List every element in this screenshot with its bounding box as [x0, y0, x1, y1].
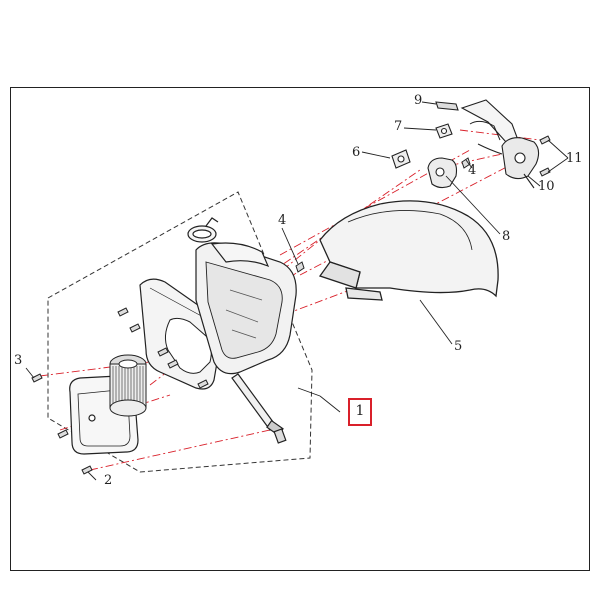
drain-tube — [231, 373, 287, 444]
leader-lines — [25, 101, 569, 481]
air-box-left — [139, 278, 221, 390]
callout-1-box: 1 — [348, 398, 372, 426]
callout-3: 3 — [14, 353, 23, 368]
callout-7: 7 — [394, 119, 403, 134]
callout-6: 6 — [352, 145, 361, 160]
intake-clamp — [187, 217, 270, 268]
highlight-box: 1 — [348, 398, 372, 426]
callout-11: 11 — [566, 151, 583, 166]
diagram-frame — [10, 87, 590, 571]
screws — [31, 135, 551, 475]
callout-2: 2 — [104, 473, 113, 488]
callout-8: 8 — [502, 229, 511, 244]
assembly-boundary — [47, 191, 313, 473]
air-box-housing — [195, 242, 297, 375]
callout-9: 9 — [414, 93, 423, 108]
callout-4-lower: 4 — [278, 213, 287, 228]
callout-5: 5 — [454, 339, 463, 354]
callout-10: 10 — [538, 179, 555, 194]
rear-fender — [318, 200, 499, 301]
filter-element — [109, 354, 147, 417]
callout-4-upper: 4 — [468, 163, 477, 178]
fuel-pump-group — [391, 99, 540, 189]
callout-1: 1 — [355, 403, 365, 419]
